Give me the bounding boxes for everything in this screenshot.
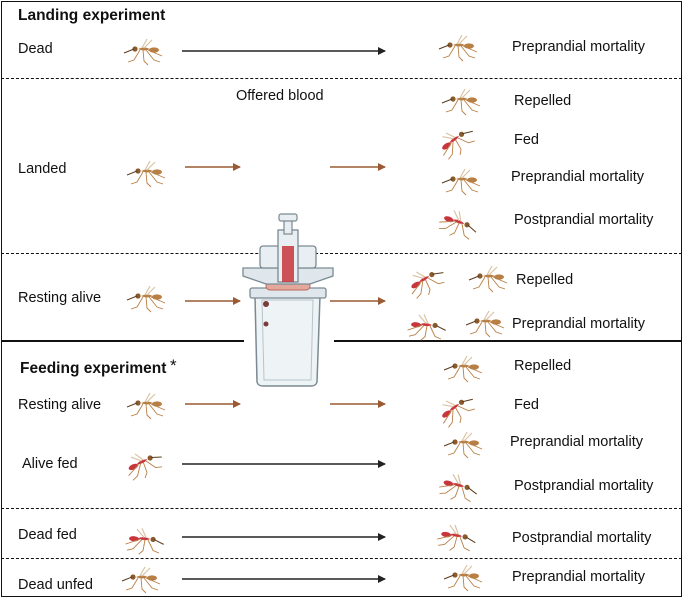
feeding-experiment-asterisk: * (170, 356, 177, 375)
blood-fed-mosquito-icon (124, 526, 166, 557)
mosquito-icon (126, 392, 166, 420)
blood-fed-mosquito-icon (436, 470, 481, 507)
offered-blood-label: Offered blood (236, 88, 324, 104)
mosquito-icon (123, 38, 163, 66)
outcome-label: Preprandial mortality (512, 569, 645, 585)
separator-line (1, 558, 682, 559)
row-label-resting-alive: Resting alive (18, 397, 102, 413)
outcome-label: Repelled (516, 272, 574, 288)
blood-fed-mosquito-icon (433, 387, 481, 432)
row-label-dead-fed: Dead fed (18, 527, 77, 543)
outcome-label: Preprandial mortality (511, 169, 644, 185)
outcome-label: Repelled (514, 358, 572, 374)
outcome-label: Fed (514, 397, 539, 413)
mosquito-icon (441, 168, 481, 196)
mosquito-icon (126, 160, 166, 188)
blood-fed-mosquito-icon (435, 205, 482, 245)
mosquito-icon (443, 431, 483, 459)
row-label-landed: Landed (18, 161, 67, 177)
mosquito-icon (465, 310, 505, 338)
outcome-label: Postprandial mortality (514, 212, 654, 228)
row-label-dead-unfed: Dead unfed (18, 577, 93, 593)
separator-line (1, 508, 682, 509)
mosquito-icon (468, 265, 508, 293)
blood-fed-mosquito-icon (433, 119, 481, 164)
feeding-experiment-title: Feeding experiment (20, 360, 167, 377)
mosquito-icon (443, 564, 483, 592)
outcome-label: Preprandial mortality (512, 39, 645, 55)
mosquito-icon (438, 34, 478, 62)
row-label-dead: Dead (18, 41, 53, 57)
outcome-label: Preprandial mortality (512, 316, 645, 332)
mosquito-icon (441, 88, 481, 116)
mosquito-icon (126, 285, 166, 313)
membrane-feeder-icon (242, 213, 334, 387)
outcome-label: Repelled (514, 93, 572, 109)
blood-fed-mosquito-icon (402, 259, 450, 303)
row-label-alive-fed: Alive fed (22, 456, 78, 472)
separator-line (1, 253, 682, 254)
outcome-label: Fed (514, 132, 539, 148)
separator-line (1, 78, 682, 79)
mosquito-icon (121, 566, 161, 594)
landing-experiment-title: Landing experiment (18, 7, 166, 24)
row-label-resting-alive: Resting alive (18, 290, 102, 306)
blood-fed-mosquito-icon (406, 312, 448, 343)
blood-fed-mosquito-icon (120, 443, 168, 485)
outcome-label: Postprandial mortality (514, 478, 654, 494)
outcome-label: Postprandial mortality (512, 530, 652, 546)
outcome-label: Preprandial mortality (510, 434, 643, 450)
blood-fed-mosquito-icon (435, 521, 479, 556)
mosquito-icon (443, 355, 483, 383)
section-divider (1, 340, 682, 342)
